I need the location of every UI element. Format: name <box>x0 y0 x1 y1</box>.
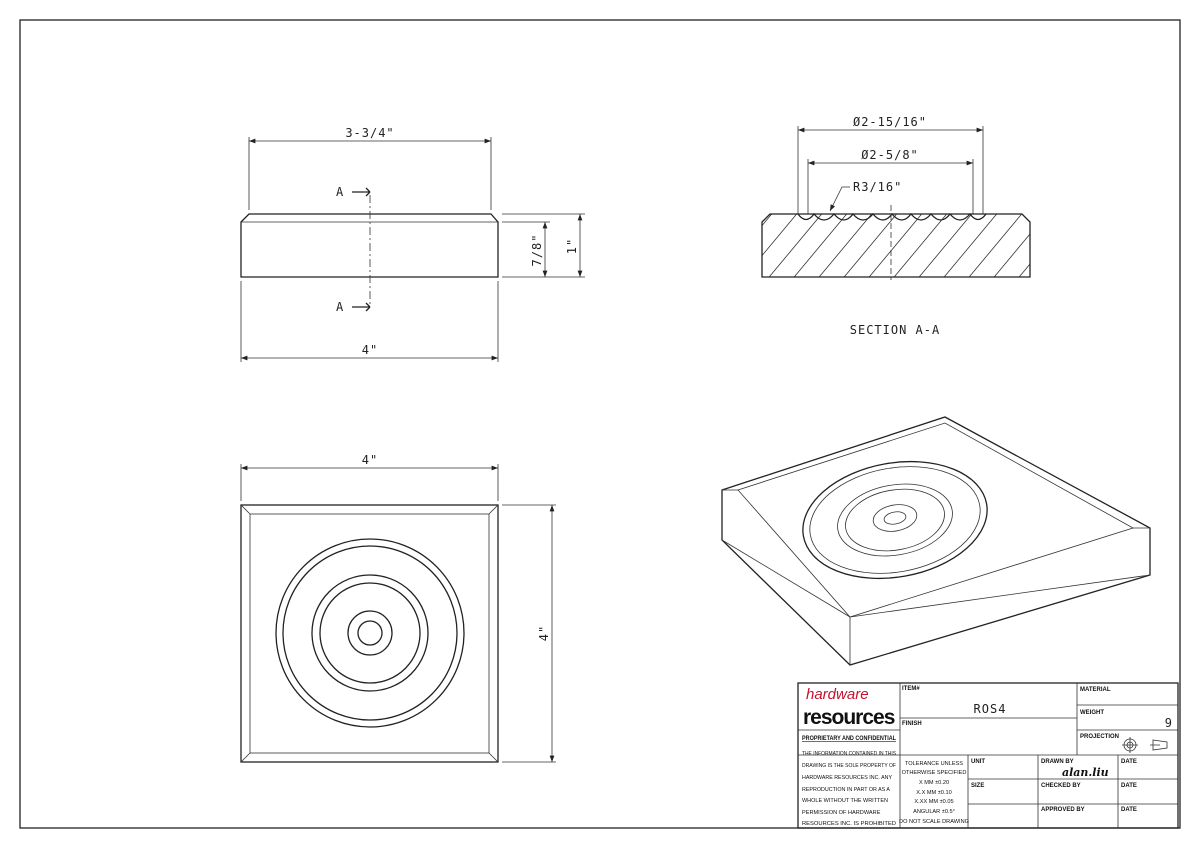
material-label: MATERIAL <box>1080 687 1111 693</box>
section-marker-bottom: A <box>336 300 344 314</box>
top-view: 4" 4" <box>240 453 556 763</box>
projection-symbol-icon <box>1122 737 1168 753</box>
tolerance-line: TOLERANCE UNLESS <box>905 761 963 767</box>
projection-label: PROJECTION <box>1080 734 1119 740</box>
proprietary-line: DRAWING IS THE SOLE PROPERTY OF <box>802 763 897 769</box>
proprietary-line: RESOURCES INC. IS PROHIBITED <box>802 821 896 827</box>
date-label-checked: DATE <box>1121 783 1137 789</box>
dim-height-total: 1" <box>565 238 579 254</box>
approved-by-label: APPROVED BY <box>1041 807 1085 813</box>
item-label: ITEM# <box>902 686 920 692</box>
weight-label: WEIGHT <box>1080 710 1104 716</box>
size-label: SIZE <box>971 783 984 789</box>
drawn-by-signature: alan.liu <box>1062 766 1109 779</box>
tolerance-line: X.XX MM ±0.05 <box>914 799 953 805</box>
dim-width-bottom: 4" <box>362 343 378 357</box>
tolerance-line: X.X MM ±0.10 <box>916 790 951 796</box>
section-view: Ø2-15/16" Ø2-5/8" R3/16" SECTION A-A <box>761 115 1031 337</box>
section-title: SECTION A-A <box>850 323 940 337</box>
finish-label: FINISH <box>902 721 922 727</box>
dim-dia-outer: Ø2-15/16" <box>853 115 927 129</box>
proprietary-line: THE INFORMATION CONTAINED IN THIS <box>802 751 896 757</box>
proprietary-title: PROPRIETARY AND CONFIDENTIAL <box>802 736 896 742</box>
sheet-border <box>19 19 1181 829</box>
proprietary-line: WHOLE WITHOUT THE WRITTEN <box>802 798 888 804</box>
isometric-view <box>721 416 1151 666</box>
dim-width-top: 3-3/4" <box>345 126 394 140</box>
dim-height-inner: 7/8" <box>530 234 544 267</box>
date-label-drawn: DATE <box>1121 759 1137 765</box>
tolerance-line: DO NOT SCALE DRAWING <box>899 819 969 825</box>
dim-radius: R3/16" <box>853 180 902 194</box>
proprietary-line: HARDWARE RESOURCES INC. ANY <box>802 775 892 781</box>
section-marker-top: A <box>336 185 344 199</box>
proprietary-line: REPRODUCTION IN PART OR AS A <box>802 787 890 793</box>
item-value: ROS4 <box>974 702 1007 716</box>
logo-resources: resources <box>803 706 895 729</box>
front-view: 3-3/4" 4" 7/8" 1" A A <box>240 126 585 362</box>
tolerance-line: X MM ±0.20 <box>919 780 949 786</box>
tolerance-line: OTHERWISE SPECIFIED <box>902 770 967 776</box>
proprietary-line: PERMISSION OF HARDWARE <box>802 810 881 816</box>
tolerance-line: ANGULAR ±0.5° <box>913 809 955 815</box>
title-block: hardware resources PROPRIETARY AND CONFI… <box>797 682 1179 829</box>
dim-top-height: 4" <box>537 625 551 641</box>
weight-value: 9 <box>1165 716 1173 730</box>
dim-dia-inner: Ø2-5/8" <box>861 148 919 162</box>
checked-by-label: CHECKED BY <box>1041 783 1081 789</box>
logo-hardware: hardware <box>806 686 869 703</box>
unit-label: UNIT <box>971 759 985 765</box>
dim-top-width: 4" <box>362 453 378 467</box>
date-label-approved: DATE <box>1121 807 1137 813</box>
drawn-by-label: DRAWN BY <box>1041 759 1074 765</box>
